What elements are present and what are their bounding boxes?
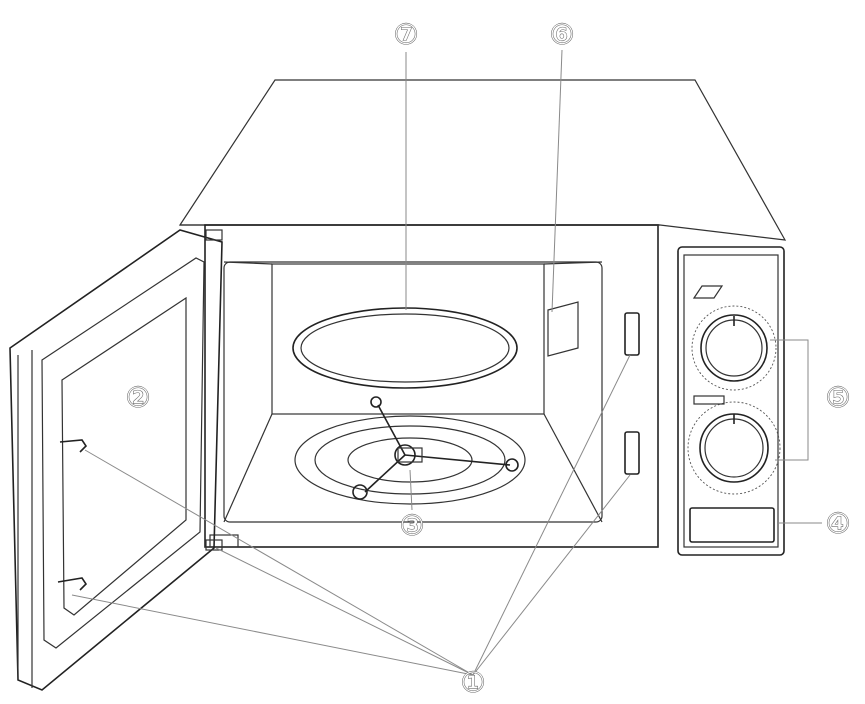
callouts: ① ② ③ ④ ⑤ ⑥ ⑦	[125, 17, 851, 699]
casing-front	[204, 224, 659, 548]
oven-cavity	[223, 261, 603, 523]
callout-6: ⑥	[549, 18, 574, 51]
timer-knob	[687, 395, 781, 495]
callout-3: ③	[399, 509, 424, 542]
callout-5: ⑤	[825, 381, 850, 414]
glass-tray	[292, 307, 518, 389]
callout-1: ①	[460, 666, 485, 699]
control-panel	[677, 246, 785, 556]
callout-7: ⑦	[393, 18, 418, 51]
interlock-slots	[209, 312, 640, 548]
waveguide-cover	[547, 301, 579, 357]
door	[9, 229, 223, 691]
casing-top	[178, 79, 787, 241]
callout-4: ④	[825, 507, 850, 540]
callout-2: ②	[125, 381, 150, 414]
leader-lines	[71, 49, 822, 676]
power-knob	[691, 305, 777, 391]
door-open-button	[689, 507, 775, 543]
roller-ring	[294, 396, 526, 505]
